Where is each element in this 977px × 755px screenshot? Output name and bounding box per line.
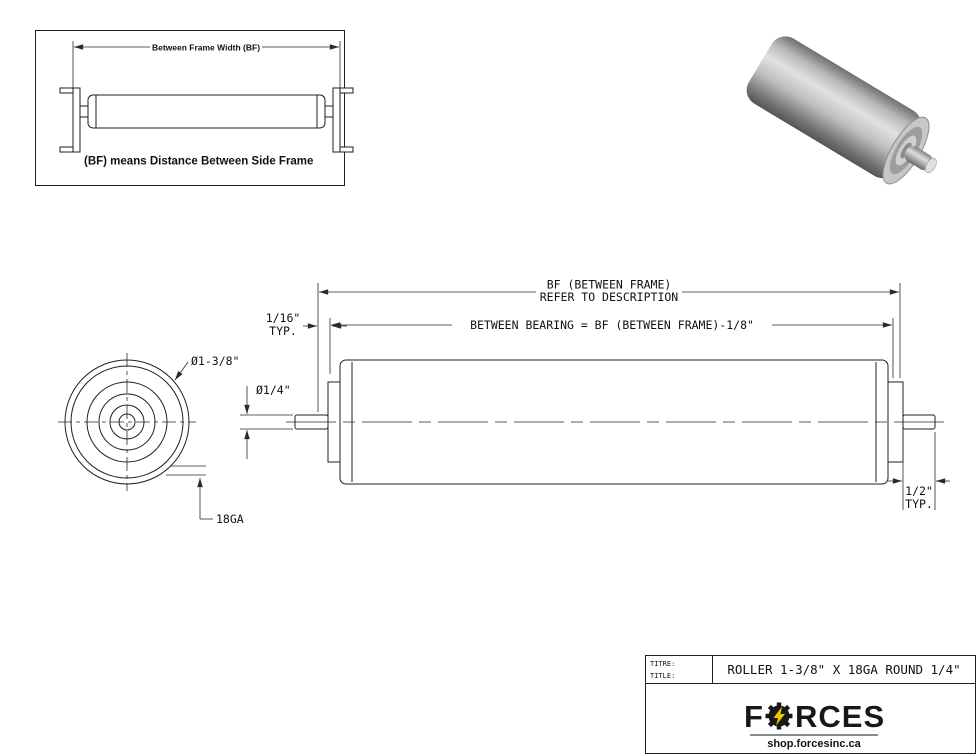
left-frame-top-flange — [59, 87, 74, 94]
typ12-value: 1/2" — [905, 484, 933, 498]
side-view-dimensions: BF (BETWEEN FRAME) REFER TO DESCRIPTION … — [240, 278, 950, 511]
title-block: TITRE: TITLE: ROLLER 1-3/8" X 18GA ROUND… — [645, 655, 976, 754]
logo-website: shop.forcesinc.ca — [767, 738, 861, 750]
inset-roller-tube — [87, 94, 326, 129]
bearing-dim-label: BETWEEN BEARING = BF (BETWEEN FRAME)-1/8… — [470, 318, 754, 332]
roller-end-view: Ø1-3/8" 18GA — [58, 353, 244, 526]
inset-dim-label: Between Frame Width (BF) — [152, 43, 260, 53]
left-frame-web — [72, 87, 81, 153]
left-frame-bottom-flange — [59, 146, 74, 153]
right-frame-bottom-flange — [339, 146, 354, 153]
gear-lightning-icon — [765, 702, 793, 730]
bf-label-line2: REFER TO DESCRIPTION — [540, 290, 679, 304]
inset-border — [35, 30, 345, 186]
roller-3d-shaft — [904, 146, 934, 171]
bf-label-line1: BF (BETWEEN FRAME) — [547, 278, 672, 292]
shaft-dia-label: Ø1/4" — [256, 383, 291, 397]
roller-dia-leader — [174, 361, 189, 381]
roller-3d-render — [746, 36, 937, 185]
inset-caption: (BF) means Distance Between Side Frame — [84, 156, 313, 168]
roller-3d-shaft-end — [924, 157, 937, 174]
logo-text-f: F — [744, 699, 764, 734]
title-label-titre: TITRE: — [650, 660, 675, 668]
drawing-title: ROLLER 1-3/8" X 18GA ROUND 1/4" — [727, 662, 960, 677]
roller-dia-label: Ø1-3/8" — [191, 354, 239, 368]
roller-3d-body — [746, 36, 922, 179]
roller-side-view — [286, 359, 944, 485]
lightning-bolt-icon — [773, 706, 785, 726]
title-label-title: TITLE: — [650, 672, 675, 680]
typ12-suffix: TYP. — [905, 497, 933, 511]
inset-right-frame — [332, 87, 354, 153]
bf-inset-diagram: Between Frame Width (BF) (BF) means Dist… — [35, 30, 354, 186]
title-block-border — [645, 655, 976, 754]
typ116-value: 1/16" — [266, 311, 301, 325]
right-frame-web — [332, 87, 341, 153]
gear-tooth — [776, 702, 782, 708]
gauge-label: 18GA — [216, 512, 244, 526]
typ116-suffix: TYP. — [269, 324, 297, 338]
gear-tooth — [776, 724, 782, 730]
roller-3d-bearing-bore — [900, 142, 912, 159]
forces-logo: F RCES shop.forcesinc.ca — [744, 699, 885, 750]
inset-left-frame — [59, 87, 81, 153]
right-frame-top-flange — [339, 87, 354, 94]
logo-text-rces: RCES — [795, 699, 885, 734]
